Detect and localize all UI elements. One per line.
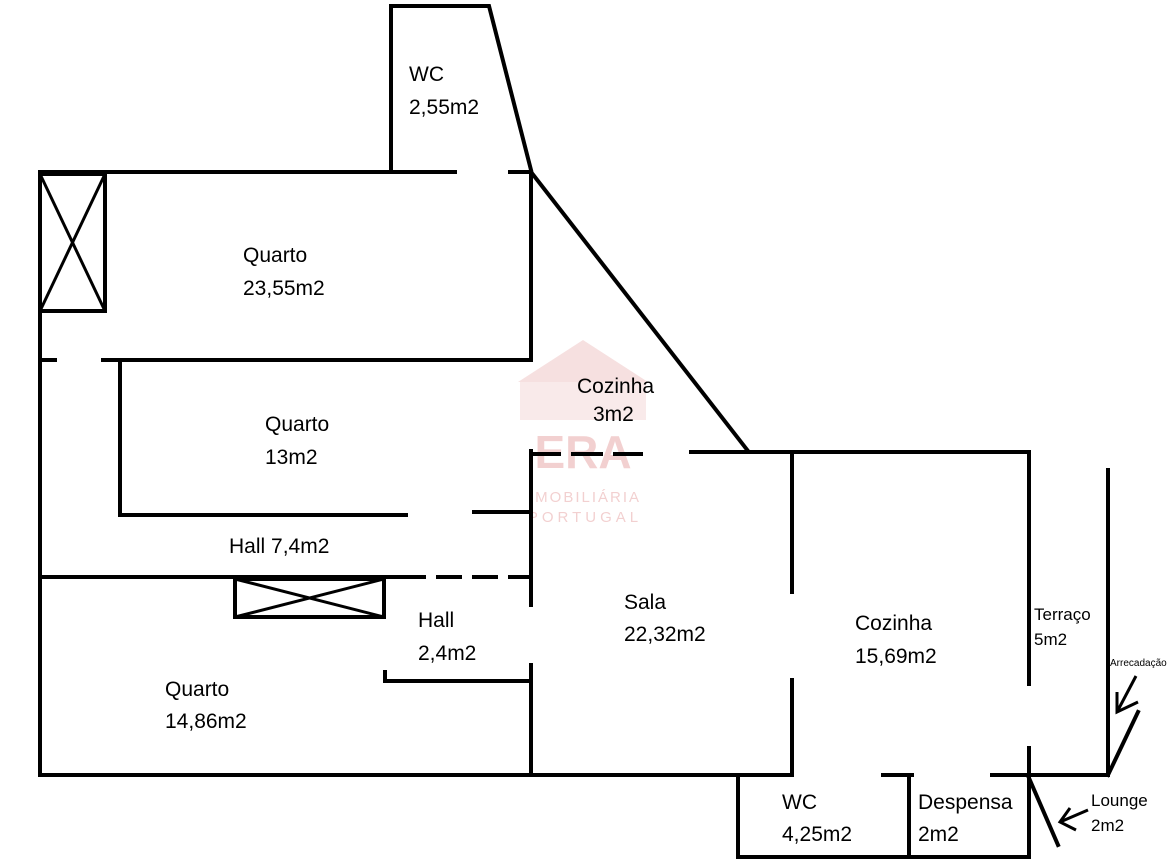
room-area: 14,86m2 xyxy=(165,710,247,733)
room-name: Quarto xyxy=(265,413,329,436)
room-area: 22,32m2 xyxy=(624,623,706,646)
room-area: 2,4m2 xyxy=(418,642,476,665)
wardrobe-quarto-1 xyxy=(38,172,107,313)
room-terraco: Terraço 5m2 xyxy=(1034,605,1091,649)
watermark-line2: PORTUGAL xyxy=(528,509,642,526)
room-name: Quarto xyxy=(165,678,229,701)
room-area: 2m2 xyxy=(1091,816,1124,835)
room-area: 5m2 xyxy=(1034,630,1067,649)
room-lounge: Lounge 2m2 xyxy=(1091,791,1148,835)
room-name: Despensa xyxy=(918,791,1013,814)
room-name: Arrecadação xyxy=(1110,658,1167,669)
room-name: Hall xyxy=(418,609,454,632)
era-watermark: ERA IMOBILIÁRIA PORTUGAL xyxy=(518,340,648,526)
room-despensa: Despensa 2m2 xyxy=(918,791,1013,846)
room-sala: Sala 22,32m2 xyxy=(624,591,706,646)
room-name: WC xyxy=(782,791,817,814)
room-area: 23,55m2 xyxy=(243,277,325,300)
room-label: Hall 7,4m2 xyxy=(229,535,329,558)
room-arrecadacao: Arrecadação xyxy=(1110,658,1167,669)
watermark-line1: IMOBILIÁRIA xyxy=(529,489,641,506)
room-cozinha-large: Cozinha 15,69m2 xyxy=(855,612,937,668)
room-wc-top: WC 2,55m2 xyxy=(409,63,479,119)
wardrobe-quarto-3 xyxy=(233,577,386,619)
room-wc-bottom: WC 4,25m2 xyxy=(782,791,852,846)
room-area: 3m2 xyxy=(593,403,634,426)
arrow-arrecadacao xyxy=(1115,675,1139,715)
room-area: 15,69m2 xyxy=(855,645,937,668)
room-name: Sala xyxy=(624,591,666,614)
room-area: 4,25m2 xyxy=(782,823,852,846)
arrow-lounge xyxy=(1057,807,1089,832)
room-hall-1: Hall 7,4m2 xyxy=(229,535,329,558)
room-name: Quarto xyxy=(243,244,307,267)
room-quarto-1: Quarto 23,55m2 xyxy=(243,244,325,300)
room-name: Cozinha xyxy=(855,612,932,635)
room-name: Cozinha xyxy=(577,375,654,398)
room-cozinha-small: Cozinha 3m2 xyxy=(577,375,654,426)
era-house-logo xyxy=(518,340,648,420)
room-area: 2m2 xyxy=(918,823,959,846)
room-name: WC xyxy=(409,63,444,86)
room-name: Terraço xyxy=(1034,605,1091,624)
room-quarto-3: Quarto 14,86m2 xyxy=(165,678,247,733)
room-area: 2,55m2 xyxy=(409,96,479,119)
room-quarto-2: Quarto 13m2 xyxy=(265,413,329,469)
room-hall-2: Hall 2,4m2 xyxy=(418,609,476,665)
room-name: Lounge xyxy=(1091,791,1148,810)
room-area: 13m2 xyxy=(265,446,318,469)
